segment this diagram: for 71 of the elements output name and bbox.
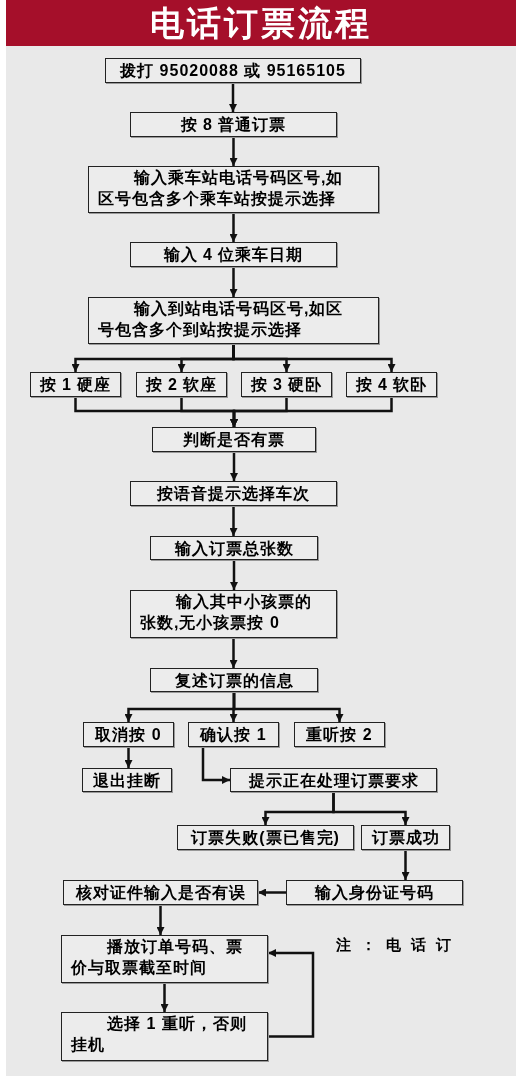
process-box (61, 935, 268, 983)
arrow (229, 213, 238, 242)
step-text: 输入身份证号码 (313, 883, 435, 903)
step-text: 退出挂断 (92, 770, 162, 791)
arrow (201, 747, 230, 784)
process-box (130, 590, 337, 638)
process-box (130, 242, 337, 267)
process-box (63, 880, 258, 905)
process-box (88, 166, 379, 213)
process-box (82, 768, 172, 792)
arrow (230, 452, 238, 481)
arrow (258, 888, 286, 897)
process-box (88, 297, 379, 344)
arrow (156, 905, 165, 935)
step-text: 按语音提示选择车次 (155, 484, 311, 504)
step-text: 按 1 硬座 (38, 375, 113, 395)
arrow (232, 344, 396, 372)
arrow (230, 560, 238, 590)
process-box (150, 536, 318, 560)
title: 电话订票流程 (150, 6, 372, 40)
step-text: 确认按 1 (199, 725, 268, 745)
step-text: 按 4 软卧 (354, 375, 429, 395)
process-box (294, 722, 385, 747)
step-text: 输入乘车站电话号码区号,如区号包含多个乘车站按提示选择 (98, 168, 345, 209)
step-text: 按 3 硬卧 (249, 375, 324, 395)
process-box (177, 825, 354, 850)
step-text: 按 8 普通订票 (179, 115, 288, 135)
process-box (241, 372, 332, 397)
arrow (229, 83, 237, 112)
arrow (124, 747, 133, 768)
step-text: 复述订票的信息 (173, 670, 295, 691)
step-text: 按 2 软座 (144, 375, 219, 395)
process-box (150, 668, 318, 692)
arrow (229, 137, 238, 166)
process-box (230, 768, 437, 792)
step-text: 重听按 2 (305, 725, 374, 745)
process-box (136, 372, 227, 397)
arrow (229, 267, 238, 297)
step-text: 输入 4 位乘车日期 (162, 245, 305, 265)
step-text: 提示正在处理订票要求 (247, 770, 420, 791)
step-text: 取消按 0 (94, 725, 163, 745)
step-text: 核对证件输入是否有误 (74, 883, 247, 903)
process-box (361, 825, 450, 850)
process-box (105, 58, 361, 83)
arrow (230, 397, 393, 427)
arrow (229, 506, 238, 536)
arrow (232, 692, 344, 722)
step-text: 输入其中小孩票的张数,无小孩票按 0 (140, 592, 313, 633)
arrow (160, 983, 169, 1012)
process-box (130, 481, 337, 506)
process-box (152, 427, 316, 452)
process-box (83, 722, 174, 747)
process-box (346, 372, 437, 397)
step-text: 播放订单号码、票价与取票截至时间 (71, 937, 244, 978)
arrow (401, 850, 410, 880)
arrow (268, 949, 315, 1038)
process-box (188, 722, 279, 747)
note-text: 注：电话订 (336, 935, 461, 955)
step-text: 输入订票总张数 (173, 538, 295, 559)
step-text: 订票失败(票已售完) (189, 828, 341, 848)
step-text: 选择 1 重听，否则挂机 (71, 1014, 248, 1055)
process-box (30, 372, 121, 397)
step-text: 判断是否有票 (182, 430, 286, 450)
step-text: 订票成功 (370, 828, 441, 848)
arrow (332, 792, 410, 825)
process-box (130, 112, 337, 137)
step-text: 输入到站电话号码区号,如区号包含多个到站按提示选择 (98, 299, 345, 340)
process-box (61, 1012, 268, 1061)
arrow (229, 638, 238, 668)
process-box (286, 880, 463, 905)
step-text: 拨打 95020088 或 95165105 (118, 61, 347, 81)
